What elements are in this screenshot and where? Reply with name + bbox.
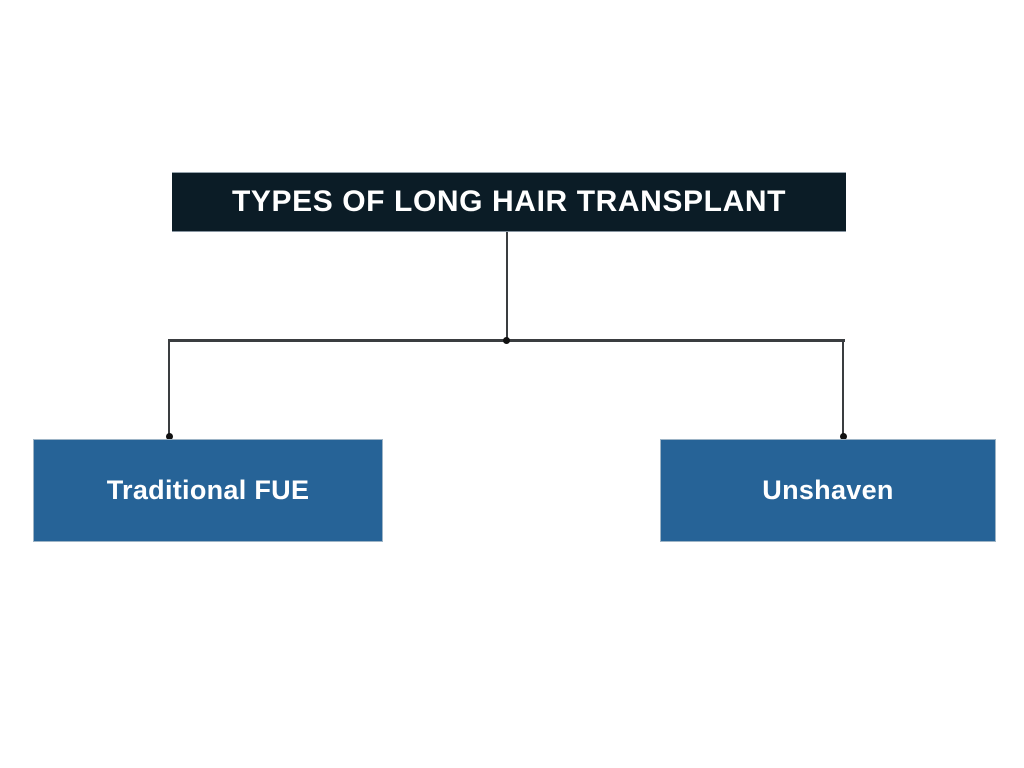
connector-left-anchor-dot [166, 433, 173, 440]
node-traditional-fue-label: Traditional FUE [106, 475, 310, 505]
node-unshaven-label: Unshaven [762, 475, 894, 505]
node-unshaven: Unshaven [660, 439, 996, 542]
connector-trunk-line [506, 232, 508, 339]
connector-right-drop-line [842, 341, 844, 438]
connector-right-anchor-dot [840, 433, 847, 440]
connector-left-drop-line [168, 341, 170, 438]
diagram-title-box: TYPES OF LONG HAIR TRANSPLANT [172, 172, 846, 232]
node-traditional-fue: Traditional FUE [33, 439, 383, 542]
diagram-title: TYPES OF LONG HAIR TRANSPLANT [231, 185, 787, 218]
connector-junction-dot [503, 337, 510, 344]
